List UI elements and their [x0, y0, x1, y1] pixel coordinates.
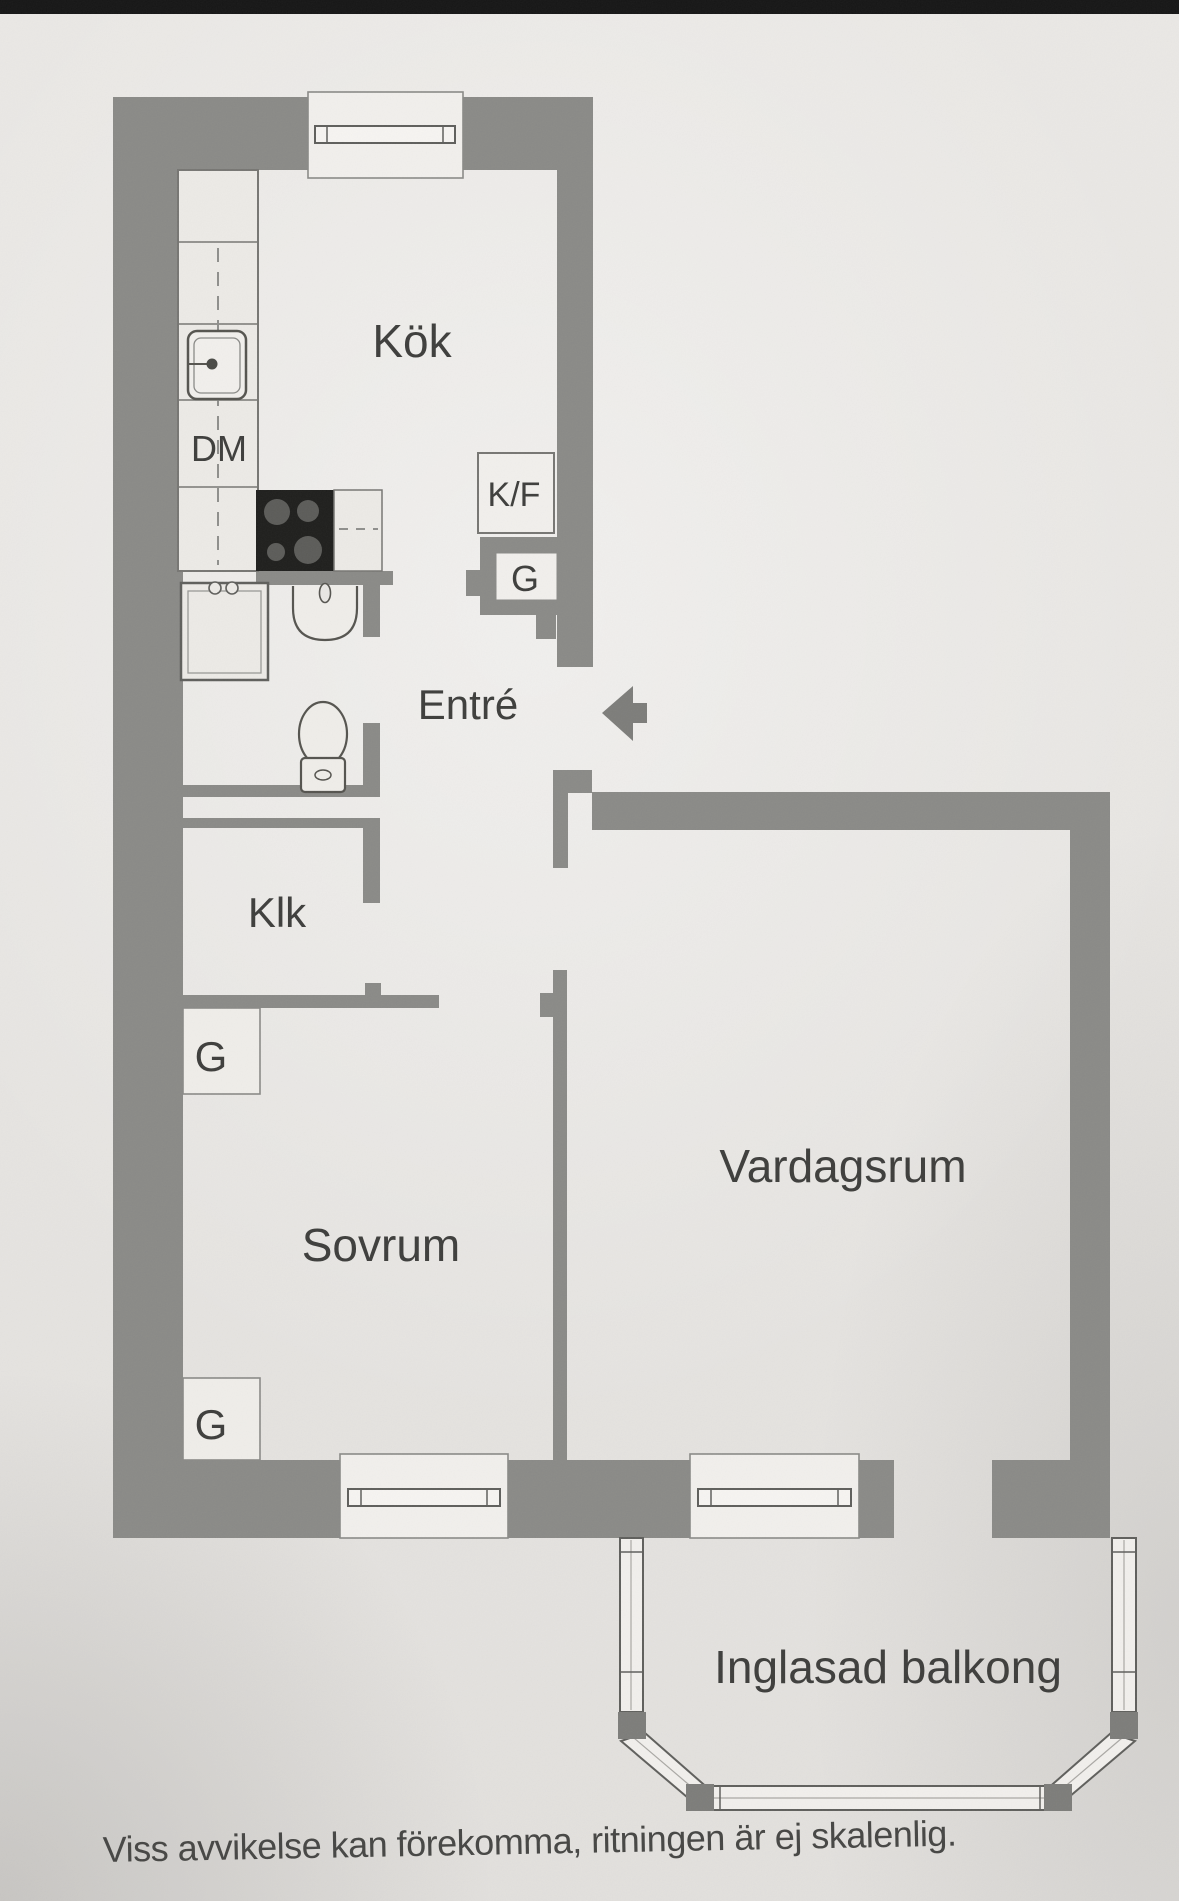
photo-letterbox-bar	[0, 0, 1179, 14]
paper-grain-texture	[0, 14, 1179, 1901]
